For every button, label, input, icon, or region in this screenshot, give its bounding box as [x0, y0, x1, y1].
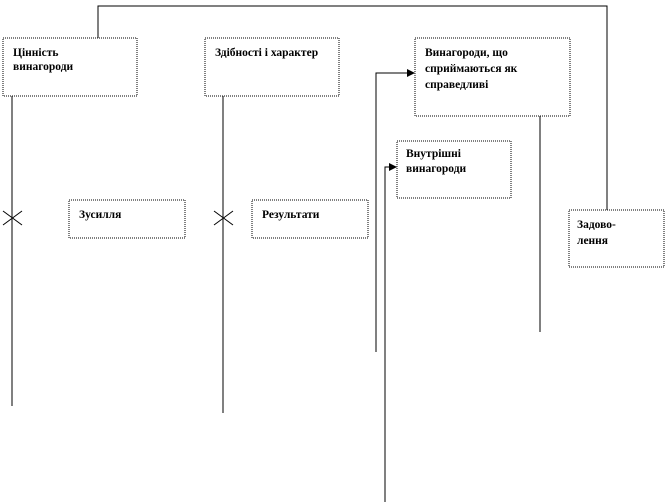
node-results-label: Результати	[262, 209, 320, 221]
node-effort-label: Зусилля	[79, 209, 121, 221]
node-satisfaction: Задово- лення	[568, 209, 665, 268]
node-internal-rewards-label: Внутрішні винагороди	[406, 148, 467, 175]
cross-mark-middle-2	[213, 210, 234, 226]
connectors	[2, 5, 608, 502]
node-abilities-character-label: Здібності і характер	[215, 47, 318, 59]
node-abilities-character: Здібності і характер	[204, 37, 340, 97]
cross-mark-left-2	[2, 210, 23, 226]
arrow-to-perceived-fair-rewards	[375, 69, 415, 352]
node-reward-value-label: Цінність винагороди	[13, 47, 74, 73]
node-reward-value: Цінність винагороди	[2, 37, 138, 97]
node-effort: Зусилля	[68, 199, 186, 239]
node-results: Результати	[251, 199, 369, 239]
arrow-to-internal-rewards	[384, 163, 397, 502]
node-internal-rewards: Внутрішні винагороди	[396, 140, 512, 199]
node-satisfaction-label: Задово- лення	[577, 219, 619, 247]
feedback-arrow-satisfaction-to-reward-value	[94, 5, 608, 210]
node-perceived-fair-rewards-label: Винагороди, що сприймаються як справедли…	[425, 47, 520, 91]
node-perceived-fair-rewards: Винагороди, що сприймаються як справедли…	[414, 37, 571, 117]
